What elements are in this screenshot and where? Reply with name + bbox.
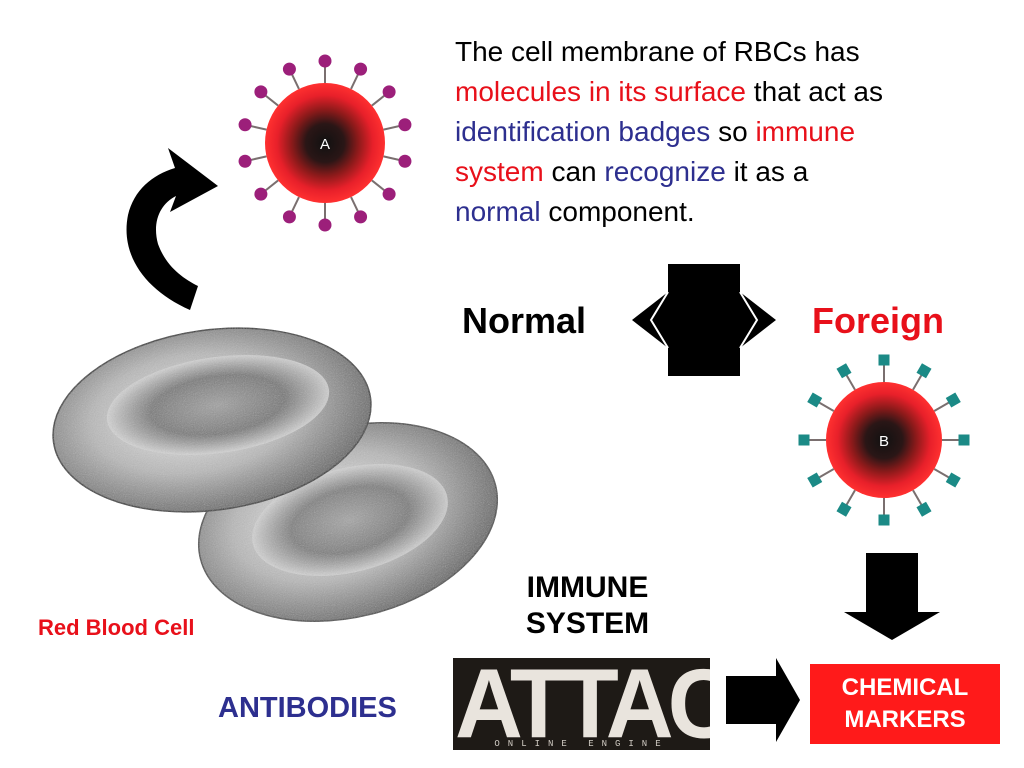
antigen-marker (282, 210, 296, 224)
curved-arrow (126, 148, 218, 310)
antibodies-label: ANTIBODIES (218, 692, 397, 724)
cell-letter: A (320, 136, 330, 153)
cell-body (265, 83, 385, 203)
cell-b: B (798, 354, 970, 526)
attack-logo-subtitle: ONLINE ENGINE (494, 739, 669, 749)
red-blood-cell-label: Red Blood Cell (38, 615, 195, 640)
description-line-2: molecules in its surface that act as (455, 76, 883, 107)
antigen-marker (254, 187, 268, 201)
antigen-marker (398, 154, 412, 168)
antigen-marker (807, 392, 823, 408)
cell-a: A (238, 54, 412, 232)
antigen-marker (807, 472, 823, 488)
antigen-marker (398, 118, 412, 132)
antigen-marker (878, 354, 890, 366)
immune-line-2: SYSTEM (525, 607, 650, 640)
antigen-marker (916, 363, 932, 379)
immune-system-label: IMMUNE SYSTEM (490, 570, 685, 642)
description-line-5: normal component. (455, 196, 695, 227)
cell-letter: B (879, 433, 889, 450)
antigen-marker (836, 501, 852, 517)
foreign-label: Foreign (812, 300, 944, 341)
cell-body (826, 382, 942, 498)
markers-line-2: MARKERS (844, 706, 966, 733)
antigen-marker (945, 472, 961, 488)
antigen-marker (354, 62, 368, 76)
antigen-marker (798, 434, 810, 446)
antigen-marker (238, 154, 252, 168)
chemical-markers-box: CHEMICAL MARKERS (810, 664, 1000, 744)
markers-line-1: CHEMICAL (841, 674, 969, 701)
double-arrow (632, 264, 776, 376)
normal-label: Normal (462, 300, 587, 341)
antigen-marker (836, 363, 852, 379)
description-line-4: system can recognize it as a (455, 156, 809, 187)
antigen-marker (958, 434, 970, 446)
antigen-marker (878, 514, 890, 526)
immune-line-1: IMMUNE (526, 571, 649, 604)
antigen-marker (282, 62, 296, 76)
antigen-marker (916, 501, 932, 517)
attack-logo: ATTACK! ONLINE ENGINE (453, 658, 710, 750)
description-line-1: The cell membrane of RBCs has (455, 36, 860, 67)
antigen-marker (238, 118, 252, 132)
description-text: The cell membrane of RBCs has molecules … (455, 32, 1015, 232)
antigen-marker (318, 54, 332, 68)
rbc-disc-front (52, 327, 372, 513)
attack-logo-word: ATTACK! (455, 658, 710, 750)
antigen-marker (945, 392, 961, 408)
right-arrow (726, 658, 800, 742)
antigen-marker (382, 187, 396, 201)
antigen-marker (318, 218, 332, 232)
antigen-marker (254, 85, 268, 99)
description-line-3: identification badges so immune (455, 116, 856, 147)
down-arrow (844, 553, 940, 640)
antigen-marker (382, 85, 396, 99)
antigen-marker (354, 210, 368, 224)
